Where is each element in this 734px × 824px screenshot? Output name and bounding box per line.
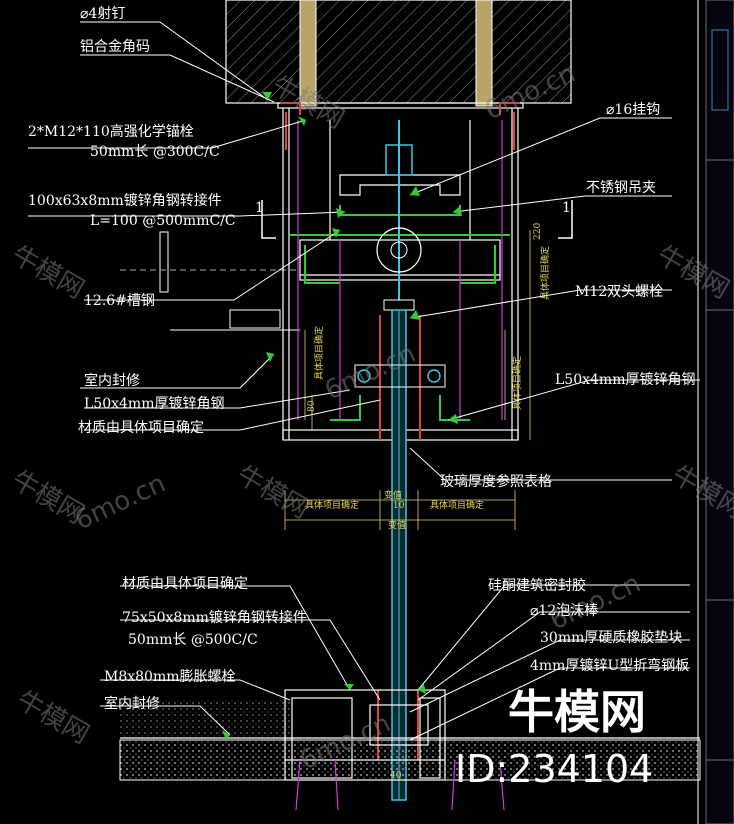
label-material-note: 材质由具体项目确定 xyxy=(78,420,204,436)
leader-lines xyxy=(28,21,700,741)
lower-frame xyxy=(284,689,446,781)
dim-h4: 变值 xyxy=(388,519,406,531)
magenta-rods xyxy=(297,120,503,420)
watermark-text: 牛模网 xyxy=(7,240,90,305)
dim-80: 80 xyxy=(307,400,317,412)
label-u-steel-plate: 4mm厚镀锌U型折弯钢板 xyxy=(530,657,689,674)
annotations: ⌀4射钉 铝合金角码 2*M12*110高强化学锚栓 50mm长 @300C/C… xyxy=(28,6,695,712)
concrete-slab xyxy=(225,0,572,107)
label-interior-finish: 室内封修 xyxy=(84,372,140,389)
label-chemical-anchor-spec: 50mm长 @300C/C xyxy=(90,144,220,160)
label-lower-angle-connector-spec: 50mm长 @500C/C xyxy=(128,632,258,648)
label-lower-angle-connector: 75x50x8mm镀锌角钢转接件 xyxy=(122,609,307,626)
dim-v1: 具体项目确定 xyxy=(313,326,325,380)
section-mark-right: 1 xyxy=(562,200,571,216)
watermark-text: 牛模网 xyxy=(232,460,315,525)
brand-overlay: 牛模网 ID:234104 xyxy=(455,685,653,791)
section-markers: 1 1 xyxy=(255,200,573,239)
label-chemical-anchor: 2*M12*110高强化学锚栓 xyxy=(28,123,194,140)
label-expansion-bolt: M8x80mm膨胀螺栓 xyxy=(104,668,236,685)
watermark-text: 6mo.cn xyxy=(70,468,170,536)
upper-frame xyxy=(277,102,524,441)
label-angle-connector-spec: L=100 @500mmC/C xyxy=(90,213,236,229)
label-hook: ⌀16挂钩 xyxy=(606,102,660,118)
brand-name: 牛模网 xyxy=(508,685,646,739)
brand-id: ID:234104 xyxy=(455,747,653,791)
dim-h2: 具体项目确定 xyxy=(430,499,484,511)
glass-and-bolt xyxy=(354,120,446,801)
dim-h3: 变值 xyxy=(384,489,402,501)
label-angle-steel-left: L50x4mm厚镀锌角钢 xyxy=(84,395,224,412)
dim-10: 10 xyxy=(393,501,405,511)
title-block xyxy=(705,0,734,824)
label-angle-steel-right: L50x4mm厚镀锌角钢 xyxy=(555,371,695,388)
label-interior-finish-lower: 室内封修 xyxy=(104,695,160,712)
left-wall-detail xyxy=(120,231,300,331)
dim-v2: 具体项目确定 xyxy=(511,356,523,410)
label-rubber-block: 30mm厚硬质橡胶垫块 xyxy=(540,629,682,646)
watermark-text: 牛模网 xyxy=(12,685,95,750)
leader-arrows xyxy=(222,92,462,740)
dim-220: 220 xyxy=(533,223,543,240)
section-mark-left: 1 xyxy=(255,200,264,216)
dim-v3: 具体项目确定 xyxy=(539,246,551,300)
label-steel-clamp: 不锈钢吊夹 xyxy=(586,180,656,196)
dimension-lines xyxy=(284,230,531,530)
label-channel-steel: 12.6#槽钢 xyxy=(84,293,155,309)
dim-h1: 具体项目确定 xyxy=(305,499,359,511)
label-angle-connector: 100x63x8mm镀锌角钢转接件 xyxy=(28,192,222,209)
floor-anchors xyxy=(295,759,505,811)
label-aluminum-angle: 铝合金角码 xyxy=(80,39,150,55)
label-glass-thickness: 玻璃厚度参照表格 xyxy=(440,473,552,490)
label-foam-rod: ⌀12泡沫棒 xyxy=(530,603,598,619)
label-shooting-nail: ⌀4射钉 xyxy=(80,6,125,22)
label-double-bolt: M12双头螺栓 xyxy=(575,284,663,300)
label-sealant: 硅酮建筑密封胶 xyxy=(488,577,586,594)
label-material-note-lower: 材质由具体项目确定 xyxy=(122,576,248,592)
